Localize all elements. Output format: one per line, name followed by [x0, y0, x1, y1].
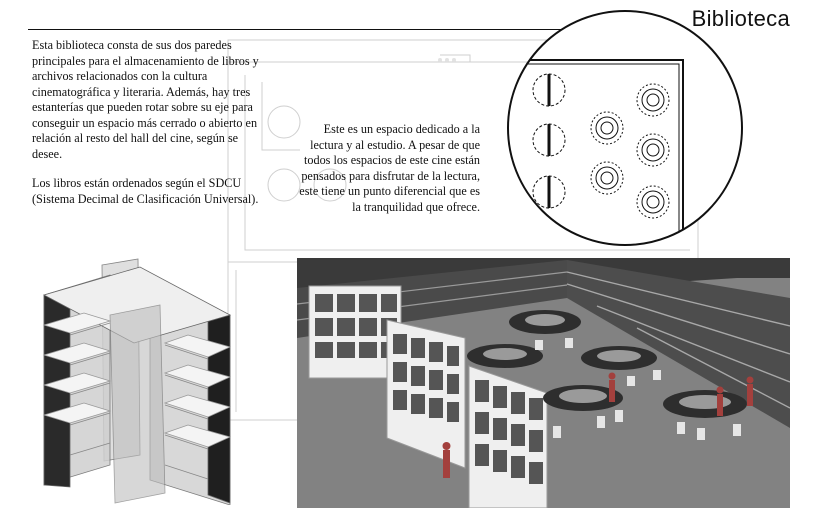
plan-table-circle — [267, 105, 301, 139]
description-center: Este es un espacio dedicado a la lectura… — [299, 122, 480, 214]
render-tables — [467, 310, 747, 418]
detail-circle-border — [507, 10, 743, 246]
header-rule — [28, 29, 608, 30]
plan-wall-top — [227, 39, 610, 62]
page-title: Biblioteca — [691, 6, 790, 31]
render-shelf-front — [468, 365, 548, 508]
rotating-shelf-2 — [532, 123, 566, 157]
plan-inner-wall — [244, 75, 690, 251]
shelf-top — [42, 266, 232, 344]
render-figures — [442, 372, 754, 478]
rotating-shelf-1 — [532, 73, 566, 107]
description-paragraph-1: Esta biblioteca consta de sus dos parede… — [32, 38, 259, 161]
detail-wall — [525, 59, 684, 238]
plan-detail-circle — [507, 10, 743, 246]
isometric-rotating-shelf — [42, 258, 232, 505]
rotating-shelf-3 — [532, 175, 566, 209]
render-shelf-middle — [386, 319, 466, 469]
description-paragraph-2: Los libros están ordenados según el SDCU… — [32, 176, 259, 206]
library-render — [297, 258, 790, 508]
plan-lower-wall — [227, 262, 297, 421]
round-table — [590, 83, 670, 219]
description-left: Esta biblioteca consta de sus dos parede… — [32, 38, 267, 221]
